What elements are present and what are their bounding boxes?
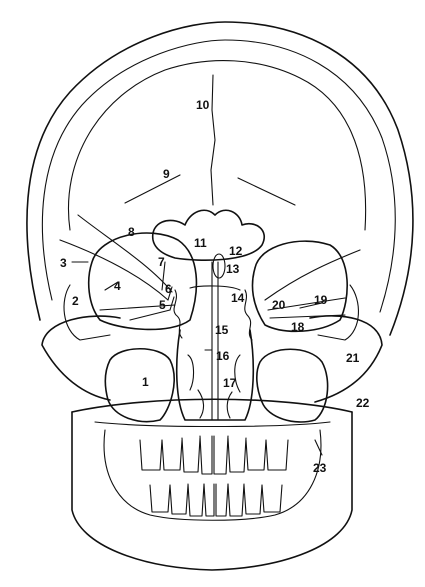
label-8: 8 — [128, 225, 135, 239]
palate-line — [71, 398, 353, 413]
mandible — [71, 411, 353, 571]
label-10: 10 — [196, 98, 210, 112]
upper-teeth — [139, 435, 289, 475]
label-22: 22 — [356, 396, 370, 410]
turbinates — [187, 354, 241, 419]
label-14: 14 — [231, 291, 245, 305]
label-7: 7 — [158, 255, 165, 269]
sagittal-suture-line — [210, 74, 216, 206]
label-21: 21 — [346, 351, 360, 365]
left-zygomatic-arch — [41, 315, 121, 401]
label-17: 17 — [223, 376, 237, 390]
label-2: 2 — [72, 294, 79, 308]
label-23: 23 — [313, 461, 327, 475]
label-11: 11 — [194, 236, 207, 250]
mandible-inner — [103, 429, 322, 521]
leader-lines — [71, 261, 323, 456]
label-15: 15 — [215, 323, 229, 337]
frontal-sinus — [152, 209, 265, 261]
label-18: 18 — [291, 320, 305, 334]
label-5: 5 — [159, 298, 166, 312]
label-3: 3 — [60, 256, 67, 270]
label-19: 19 — [314, 293, 328, 307]
right-zygomatic-arch — [309, 315, 383, 403]
crista-galli — [212, 253, 226, 279]
label-1: 1 — [142, 375, 149, 389]
label-12: 12 — [229, 244, 243, 258]
oblique-line-left — [124, 174, 181, 204]
cranial-vault-arc — [68, 60, 367, 231]
oblique-line-right — [237, 177, 296, 206]
label-13: 13 — [226, 262, 240, 276]
inner-skull-outline — [41, 39, 396, 313]
label-9: 9 — [163, 167, 170, 181]
right-orbit — [251, 240, 348, 333]
left-orbital-lines — [59, 214, 176, 321]
outer-skull-outline — [26, 21, 414, 336]
right-zygoma-body — [317, 284, 359, 341]
label-4: 4 — [114, 279, 121, 293]
nasal-septum — [211, 261, 219, 421]
upper-jaw — [94, 421, 331, 428]
left-zygoma-body — [63, 284, 111, 341]
label-20: 20 — [272, 298, 286, 312]
left-orbit — [87, 232, 198, 331]
nasal-aperture — [175, 329, 255, 421]
label-6: 6 — [165, 282, 172, 296]
right-maxillary-sinus — [256, 348, 329, 423]
left-maxillary-sinus — [104, 348, 175, 423]
label-16: 16 — [216, 349, 230, 363]
lower-teeth — [149, 483, 283, 517]
